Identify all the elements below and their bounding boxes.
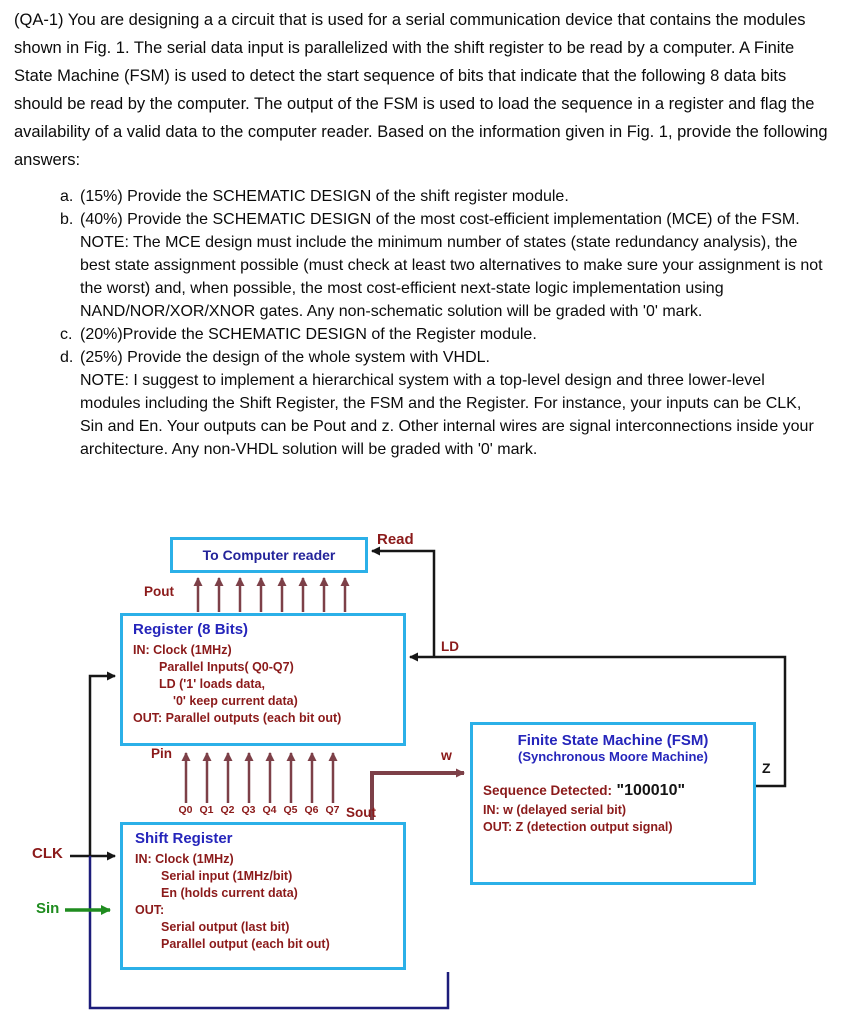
fsm-box-line: IN: w (delayed serial bit)	[483, 803, 627, 817]
register-box-title: Register (8 Bits)	[133, 621, 249, 638]
shift-register-box-line: Serial input (1MHz/bit)	[161, 869, 293, 883]
register-box-line: OUT: Parallel outputs (each bit out)	[133, 711, 342, 725]
z-signal-label: Z	[762, 760, 771, 776]
pin-arrows	[181, 752, 338, 803]
shift-register-box-title: Shift Register	[135, 830, 233, 847]
fsm-sequence-value: "100010"	[616, 782, 686, 799]
read-signal-label: Read	[377, 531, 414, 548]
question-intro: (QA-1) You are designing a a circuit tha…	[14, 11, 828, 169]
sout-w-wire	[370, 768, 465, 820]
question-text-block: (QA-1) You are designing a a circuit tha…	[14, 6, 828, 461]
fsm-box-subtitle: (Synchronous Moore Machine)	[518, 749, 708, 764]
fsm-box-line: OUT: Z (detection output signal)	[483, 820, 673, 834]
q-bit-label: Q2	[220, 804, 235, 816]
w-signal-label: w	[441, 747, 452, 763]
z-ld-wire	[409, 652, 787, 788]
shift-register-box-line: IN: Clock (1MHz)	[135, 852, 234, 866]
register-box-line: Parallel Inputs( Q0-Q7)	[159, 660, 294, 674]
item-text: (15%) Provide the SCHEMATIC DESIGN of th…	[80, 188, 569, 205]
q-bit-label: Q6	[304, 804, 319, 816]
item-marker: a.	[60, 188, 74, 205]
register-box-line: '0' keep current data)	[173, 694, 298, 708]
item-marker: d.	[60, 349, 74, 366]
register-box-line: IN: Clock (1MHz)	[133, 643, 232, 657]
q-bit-label: Q0	[178, 804, 193, 816]
register-box-line: LD ('1' loads data,	[159, 677, 265, 691]
clk-signal-label: CLK	[32, 845, 63, 862]
item-note: NOTE: I suggest to implement a hierarchi…	[80, 372, 814, 458]
q-bit-label: Q3	[241, 804, 256, 816]
register-box: Register (8 Bits) IN: Clock (1MHz) Paral…	[120, 613, 406, 746]
shift-register-box: Shift Register IN: Clock (1MHz) Serial i…	[120, 822, 406, 970]
question-list: a. (15%) Provide the SCHEMATIC DESIGN of…	[14, 185, 828, 461]
fsm-sequence-line: Sequence Detected: "100010"	[483, 782, 743, 800]
sout-signal-label: Sout	[346, 805, 376, 820]
question-item-a: a. (15%) Provide the SCHEMATIC DESIGN of…	[14, 185, 828, 208]
fsm-box-title: Finite State Machine (FSM)	[517, 732, 709, 749]
shift-register-box-line: En (holds current data)	[161, 886, 298, 900]
item-marker: b.	[60, 211, 74, 228]
read-branch-wire	[371, 546, 436, 657]
item-text: (40%) Provide the SCHEMATIC DESIGN of th…	[80, 211, 800, 228]
question-item-c: c. (20%)Provide the SCHEMATIC DESIGN of …	[14, 323, 828, 346]
question-item-b: b. (40%) Provide the SCHEMATIC DESIGN of…	[14, 208, 828, 323]
item-text: (25%) Provide the design of the whole sy…	[80, 349, 490, 366]
item-marker: c.	[60, 326, 73, 343]
item-text: (20%)Provide the SCHEMATIC DESIGN of the…	[80, 326, 537, 343]
shift-register-box-line: Serial output (last bit)	[161, 920, 290, 934]
clk-register-branch-wire	[88, 671, 116, 856]
pout-arrows	[193, 577, 350, 612]
sin-signal-label: Sin	[36, 900, 60, 917]
pin-signal-label: Pin	[151, 746, 173, 761]
to-computer-reader-label: To Computer reader	[202, 547, 336, 563]
q-bit-label: Q7	[325, 804, 340, 816]
ld-signal-label: LD	[441, 639, 459, 654]
shift-register-box-line: Parallel output (each bit out)	[161, 937, 330, 951]
q-bit-label: Q4	[262, 804, 277, 816]
q-bit-label: Q1	[199, 804, 214, 816]
question-item-d: d. (25%) Provide the design of the whole…	[14, 346, 828, 461]
clock-loop-wire	[88, 856, 450, 1010]
fsm-box: Finite State Machine (FSM) (Synchronous …	[470, 722, 756, 885]
item-note: NOTE: The MCE design must include the mi…	[80, 234, 823, 320]
to-computer-reader-box: To Computer reader	[170, 537, 368, 573]
q-bit-labels: Q0 Q1 Q2 Q3 Q4 Q5 Q6 Q7	[175, 804, 343, 816]
shift-register-box-line: OUT:	[135, 903, 165, 917]
q-bit-label: Q5	[283, 804, 298, 816]
pout-signal-label: Pout	[144, 584, 174, 599]
fsm-sequence-label: Sequence Detected:	[483, 783, 613, 798]
